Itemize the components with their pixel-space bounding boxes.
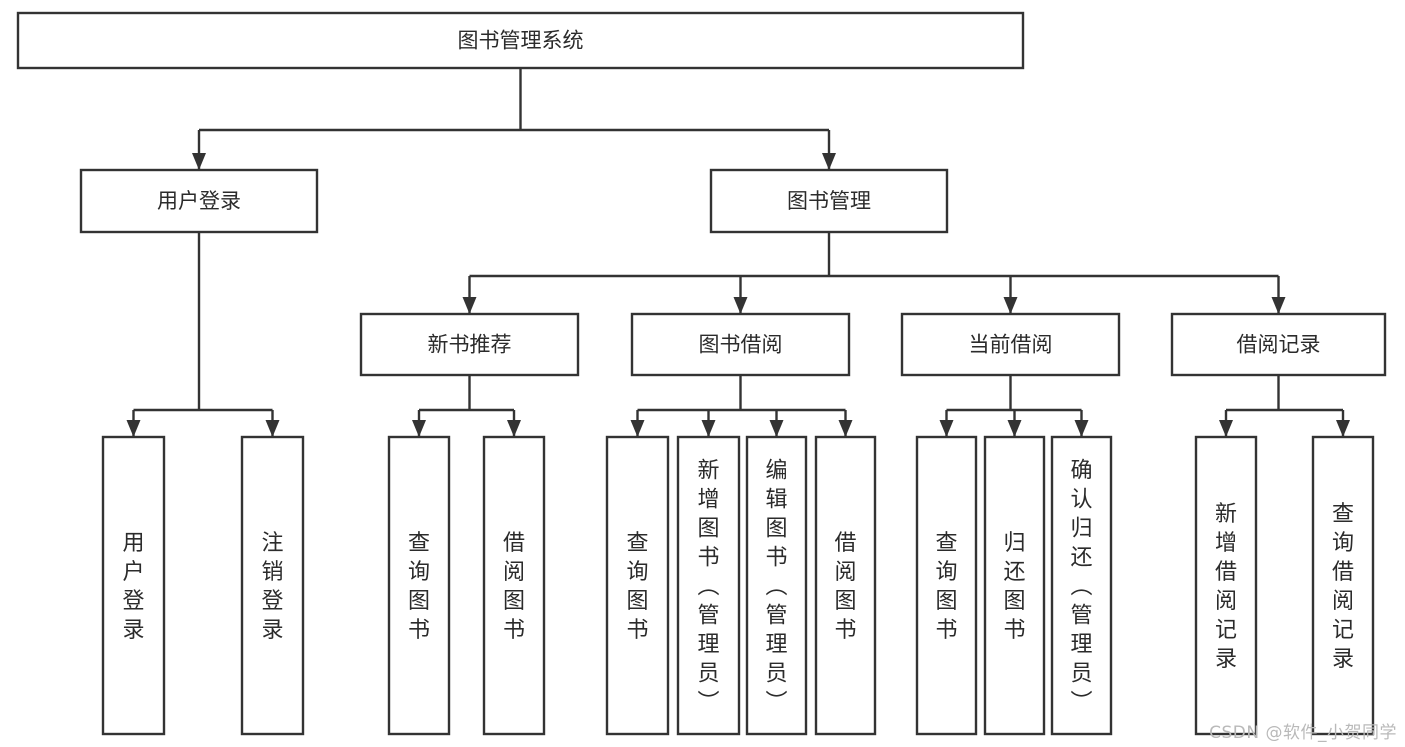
arrow-head-icon — [126, 420, 141, 437]
node-submodule-current-borrow[interactable]: 当前借阅 — [900, 312, 1121, 377]
node-function-leaf-query-borrow-record[interactable]: 查询借阅记录 — [1311, 435, 1375, 736]
node-label: 借阅图书 — [503, 531, 525, 643]
node-box — [900, 312, 1121, 377]
node-function-leaf-borrow-book-2[interactable]: 借阅图书 — [814, 435, 877, 736]
arrow-head-icon — [507, 420, 521, 437]
connector-layer — [126, 68, 1350, 437]
node-box — [101, 435, 166, 736]
node-label: 注销登录 — [261, 531, 283, 643]
node-box — [983, 435, 1046, 736]
node-label: 新书推荐 — [428, 333, 512, 357]
node-box — [1311, 435, 1375, 736]
node-box — [709, 168, 949, 234]
node-function-leaf-return-book[interactable]: 归还图书 — [983, 435, 1046, 736]
node-label: 图书管理 — [787, 189, 871, 213]
node-function-leaf-user-login[interactable]: 用户登录 — [101, 435, 166, 736]
node-function-leaf-add-borrow-record[interactable]: 新增借阅记录 — [1194, 435, 1258, 736]
arrow-head-icon — [1219, 420, 1233, 437]
node-box — [387, 435, 451, 736]
node-function-leaf-add-book-admin[interactable]: 新增图书︵管理员︶ — [676, 435, 741, 736]
node-label: 借阅记录 — [1237, 333, 1321, 357]
node-box — [482, 435, 546, 736]
arrow-head-icon — [1003, 297, 1018, 314]
node-box — [1050, 435, 1113, 736]
node-box — [79, 168, 319, 234]
node-function-leaf-user-logout[interactable]: 注销登录 — [240, 435, 305, 736]
arrow-head-icon — [462, 297, 477, 314]
node-box — [676, 435, 741, 736]
arrow-head-icon — [265, 420, 280, 437]
arrow-head-icon — [939, 420, 954, 437]
arrow-head-icon — [769, 420, 784, 437]
arrow-head-icon — [630, 420, 645, 437]
node-box — [359, 312, 580, 377]
node-label: 查询图书 — [626, 531, 648, 643]
node-submodule-book-borrow[interactable]: 图书借阅 — [630, 312, 851, 377]
node-label: 确认归还︵管理员︶ — [1070, 459, 1092, 716]
node-function-leaf-edit-book-admin[interactable]: 编辑图书︵管理员︶ — [745, 435, 808, 736]
node-box — [630, 312, 851, 377]
watermark-label: CSDN @软件_小贺同学 — [1209, 723, 1397, 743]
node-root[interactable]: 图书管理系统 — [16, 11, 1025, 70]
node-box — [745, 435, 808, 736]
node-function-leaf-query-book-2[interactable]: 查询图书 — [605, 435, 670, 736]
node-label: 图书借阅 — [699, 333, 783, 357]
node-label: 新增图书︵管理员︶ — [697, 459, 719, 716]
node-label: 当前借阅 — [969, 333, 1053, 357]
node-layer: 图书管理系统用户登录图书管理新书推荐图书借阅当前借阅借阅记录用户登录注销登录查询… — [16, 11, 1387, 736]
arrow-head-icon — [822, 153, 836, 170]
node-label: 借阅图书 — [834, 531, 856, 643]
node-function-leaf-confirm-return-admin[interactable]: 确认归还︵管理员︶ — [1050, 435, 1113, 736]
node-box — [1194, 435, 1258, 736]
node-label: 图书管理系统 — [458, 29, 584, 53]
node-function-leaf-query-book-1[interactable]: 查询图书 — [387, 435, 451, 736]
node-box — [915, 435, 978, 736]
node-box — [240, 435, 305, 736]
arrow-head-icon — [192, 153, 206, 170]
node-submodule-borrow-record[interactable]: 借阅记录 — [1170, 312, 1387, 377]
arrow-head-icon — [412, 420, 426, 437]
node-box — [16, 11, 1025, 70]
node-module-user-login[interactable]: 用户登录 — [79, 168, 319, 234]
arrow-head-icon — [1336, 420, 1350, 437]
arrow-head-icon — [1271, 297, 1286, 314]
node-label: 用户登录 — [122, 531, 144, 643]
node-function-leaf-borrow-book-1[interactable]: 借阅图书 — [482, 435, 546, 736]
node-label: 查询借阅记录 — [1332, 502, 1354, 672]
node-box — [605, 435, 670, 736]
node-function-leaf-query-book-3[interactable]: 查询图书 — [915, 435, 978, 736]
arrow-head-icon — [1074, 420, 1089, 437]
arrow-head-icon — [1007, 420, 1022, 437]
node-box — [1170, 312, 1387, 377]
node-label: 新增借阅记录 — [1215, 502, 1237, 672]
arrow-head-icon — [701, 420, 716, 437]
node-label: 查询图书 — [935, 531, 957, 643]
arrow-head-icon — [733, 297, 748, 314]
node-submodule-new-book-recommend[interactable]: 新书推荐 — [359, 312, 580, 377]
node-label: 查询图书 — [408, 531, 430, 643]
node-label: 用户登录 — [157, 189, 241, 213]
node-label: 编辑图书︵管理员︶ — [765, 459, 787, 716]
node-label: 归还图书 — [1003, 531, 1025, 643]
node-module-book-management[interactable]: 图书管理 — [709, 168, 949, 234]
arrow-head-icon — [838, 420, 853, 437]
node-box — [814, 435, 877, 736]
